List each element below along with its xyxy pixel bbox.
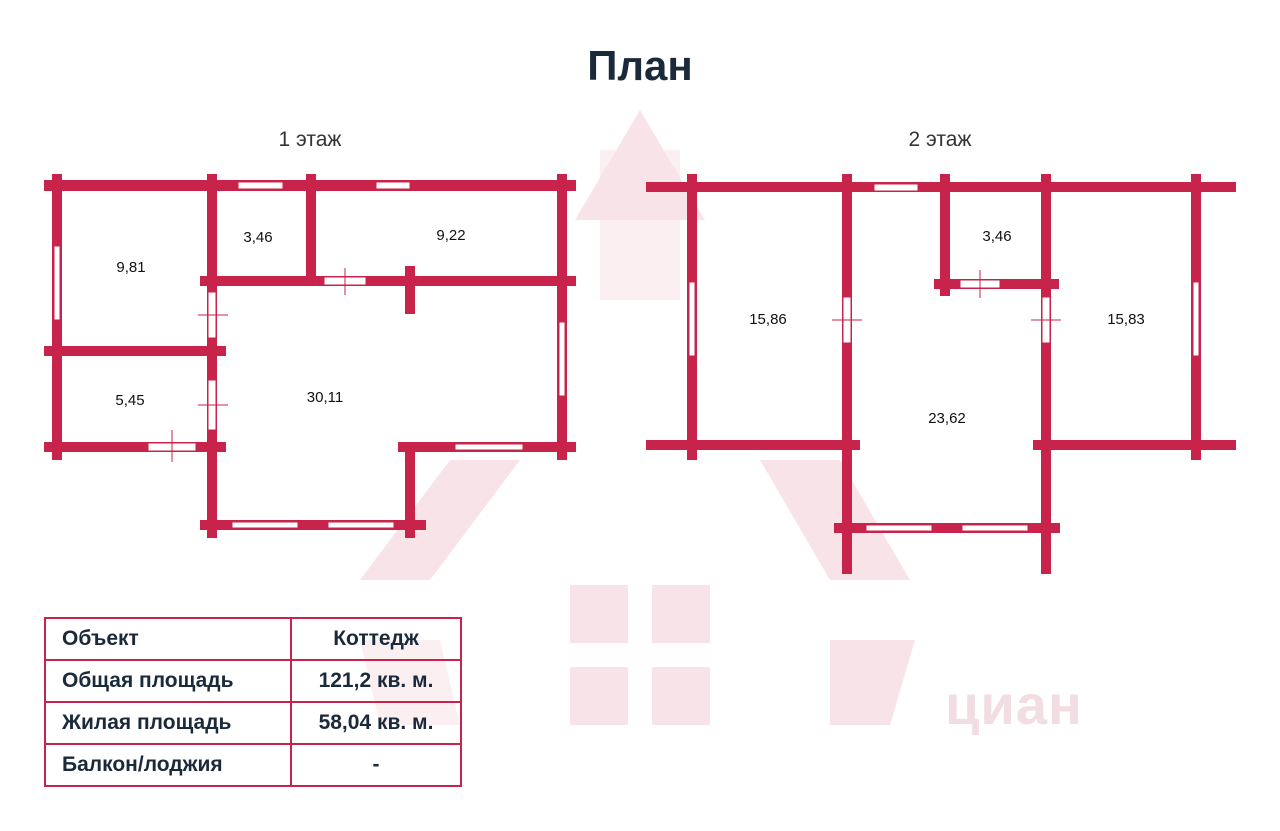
property-info-table: Объект Коттедж Общая площадь 121,2 кв. м…	[44, 617, 462, 787]
room-area-label: 9,22	[436, 227, 465, 244]
room-area-label: 15,86	[749, 311, 787, 328]
table-value: 58,04 кв. м.	[290, 701, 462, 745]
table-row: Жилая площадь 58,04 кв. м.	[44, 701, 462, 745]
room-area-label: 9,81	[116, 259, 145, 276]
table-row: Общая площадь 121,2 кв. м.	[44, 659, 462, 703]
table-row: Балкон/лоджия -	[44, 743, 462, 787]
floor-2-label: 2 этаж	[908, 128, 972, 151]
table-value: Коттедж	[290, 617, 462, 661]
room-area-label: 3,46	[243, 229, 272, 246]
table-key: Жилая площадь	[44, 701, 292, 745]
cian-watermark: циан	[945, 673, 1083, 736]
table-value: 121,2 кв. м.	[290, 659, 462, 703]
table-value: -	[290, 743, 462, 787]
room-area-label: 5,45	[115, 392, 144, 409]
floor-2-windows	[688, 183, 1200, 532]
floor-2-doors	[832, 270, 1061, 344]
floor-1-label: 1 этаж	[278, 128, 342, 151]
table-row: Объект Коттедж	[44, 617, 462, 661]
floor-1-doors	[147, 268, 367, 462]
floor-2-walls	[646, 174, 1236, 574]
room-area-label: 3,46	[982, 228, 1011, 245]
page-title: План	[587, 42, 693, 89]
table-key: Объект	[44, 617, 292, 661]
room-area-label: 30,11	[307, 389, 343, 406]
table-key: Балкон/лоджия	[44, 743, 292, 787]
table-key: Общая площадь	[44, 659, 292, 703]
floor-1-windows	[53, 181, 566, 529]
room-area-label: 23,62	[928, 410, 966, 427]
room-area-label: 15,83	[1107, 311, 1145, 328]
